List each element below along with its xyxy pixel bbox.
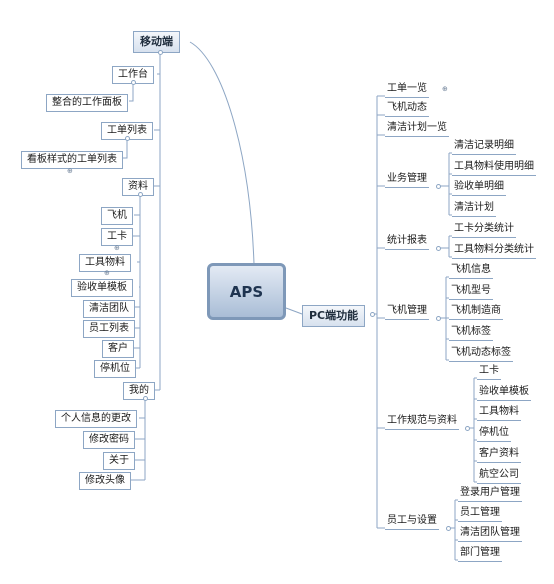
- mobile-data-item[interactable]: 工卡: [101, 228, 133, 246]
- pc-specs-item[interactable]: 工卡: [477, 364, 501, 380]
- pc-aircraft-item[interactable]: 飞机制造商: [449, 304, 503, 320]
- collapse-knob-icon[interactable]: [446, 526, 451, 531]
- pc-business-item[interactable]: 清洁计划: [452, 201, 496, 217]
- mobile-mine-item[interactable]: 个人信息的更改: [55, 410, 137, 428]
- collapse-knob-icon[interactable]: [436, 246, 441, 251]
- pc-specs-item[interactable]: 客户资料: [477, 447, 521, 463]
- link-root-mobile: [189, 41, 255, 265]
- pc-flight-status[interactable]: 飞机动态: [385, 101, 429, 117]
- mobile-mine-item[interactable]: 关于: [103, 452, 135, 470]
- mobile-data-item[interactable]: 清洁团队: [83, 300, 135, 318]
- pc-staff-item[interactable]: 部门管理: [458, 546, 502, 562]
- expand-plus-icon[interactable]: ⊕: [114, 244, 120, 252]
- pc-specs-item[interactable]: 验收单模板: [477, 385, 531, 401]
- pc-stats[interactable]: 统计报表: [385, 234, 429, 250]
- mobile-mine[interactable]: 我的: [123, 382, 155, 400]
- collapse-knob-icon[interactable]: [465, 426, 470, 431]
- pc-business-item[interactable]: 工具物料使用明细: [452, 160, 536, 176]
- pc-staff-item[interactable]: 清洁团队管理: [458, 526, 522, 542]
- mobile-data-item[interactable]: 飞机: [101, 207, 133, 225]
- collapse-knob-icon[interactable]: [370, 312, 375, 317]
- mobile-data-item[interactable]: 验收单模板: [71, 279, 133, 297]
- pc-business[interactable]: 业务管理: [385, 172, 429, 188]
- pc-aircraft-item[interactable]: 飞机动态标签: [449, 346, 513, 362]
- link-root-pc: [285, 307, 303, 315]
- mobile-workbench-panel[interactable]: 整合的工作面板: [46, 94, 128, 112]
- mobile-data-item[interactable]: 停机位: [94, 360, 136, 378]
- root-node-aps[interactable]: APS: [207, 263, 286, 320]
- pc-specs[interactable]: 工作规范与资料: [385, 414, 459, 430]
- mobile-data-item[interactable]: 员工列表: [83, 320, 135, 338]
- mobile-order-kanban[interactable]: 看板样式的工单列表: [21, 151, 123, 169]
- pc-clean-plan-overview[interactable]: 清洁计划一览: [385, 121, 449, 137]
- collapse-knob-icon[interactable]: [436, 184, 441, 189]
- pc-business-item[interactable]: 验收单明细: [452, 180, 506, 196]
- collapse-knob-icon[interactable]: [138, 192, 143, 197]
- mobile-data-item[interactable]: 客户: [102, 340, 134, 358]
- pc-staff-item[interactable]: 登录用户管理: [458, 486, 522, 502]
- pc-stats-item[interactable]: 工具物料分类统计: [452, 243, 536, 259]
- pc-aircraft-item[interactable]: 飞机标签: [449, 325, 493, 341]
- collapse-knob-icon[interactable]: [436, 316, 441, 321]
- collapse-knob-icon[interactable]: [158, 50, 163, 55]
- expand-plus-icon[interactable]: ⊕: [67, 167, 73, 175]
- expand-plus-icon[interactable]: ⊕: [442, 85, 448, 93]
- mobile-hub[interactable]: 移动端: [133, 31, 180, 53]
- pc-specs-item[interactable]: 航空公司: [477, 468, 521, 484]
- pc-specs-item[interactable]: 停机位: [477, 426, 511, 442]
- pc-aircraft-item[interactable]: 飞机信息: [449, 263, 493, 279]
- pc-aircraft[interactable]: 飞机管理: [385, 304, 429, 320]
- pc-order-overview[interactable]: 工单一览: [385, 82, 429, 98]
- expand-plus-icon[interactable]: ⊕: [104, 269, 110, 277]
- mobile-data-item[interactable]: 工具物料: [79, 254, 131, 272]
- mobile-mine-item[interactable]: 修改头像: [79, 472, 131, 490]
- collapse-knob-icon[interactable]: [125, 136, 130, 141]
- pc-staff[interactable]: 员工与设置: [385, 514, 439, 530]
- pc-business-item[interactable]: 清洁记录明细: [452, 139, 516, 155]
- collapse-knob-icon[interactable]: [143, 396, 148, 401]
- pc-staff-item[interactable]: 员工管理: [458, 506, 502, 522]
- workbench-sub: [129, 82, 134, 102]
- pc-aircraft-item[interactable]: 飞机型号: [449, 284, 493, 300]
- pc-stats-item[interactable]: 工卡分类统计: [452, 222, 516, 238]
- collapse-knob-icon[interactable]: [131, 80, 136, 85]
- pc-specs-item[interactable]: 工具物料: [477, 405, 521, 421]
- mobile-mine-item[interactable]: 修改密码: [83, 431, 135, 449]
- orders-sub: [121, 138, 128, 159]
- pc-hub[interactable]: PC端功能: [302, 305, 366, 327]
